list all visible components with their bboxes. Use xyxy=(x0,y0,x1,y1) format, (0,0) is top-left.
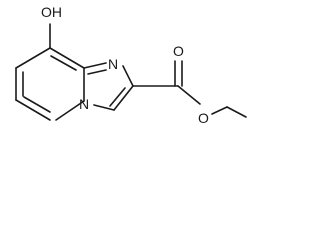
ester-group xyxy=(132,60,247,118)
double-bond-c8a-c8 xyxy=(50,55,77,71)
pyridine-ring xyxy=(15,47,85,121)
carbonyl-oxygen-label: O xyxy=(173,43,184,59)
bridgehead-nitrogen-label: N xyxy=(79,96,89,112)
bond-ester-o-ch2 xyxy=(211,106,228,115)
bond-c7-c8 xyxy=(15,47,51,69)
double-bond-c2-c3 xyxy=(109,87,126,107)
ester-oxygen-label: O xyxy=(198,110,209,126)
molecule-structure: OH N N O O xyxy=(15,4,247,126)
bond-c8-c8a xyxy=(49,47,85,69)
double-bond-c5-c6 xyxy=(23,96,51,113)
double-bond-c8a-n1 xyxy=(87,69,107,75)
ring-nitrogen-label: N xyxy=(108,56,118,72)
bond-n4-c5 xyxy=(55,100,85,121)
hydroxyl-label: OH xyxy=(41,4,62,20)
imidazole-ring xyxy=(83,62,134,111)
bond-carbonyl-ester-o xyxy=(177,85,201,105)
bond-c2-c3 xyxy=(113,85,134,111)
bond-c8a-n1 xyxy=(83,62,107,69)
bond-ch2-ch3 xyxy=(226,106,247,118)
bond-n1-c2 xyxy=(122,65,134,87)
bond-c3-n4 xyxy=(93,104,115,111)
bond-c5-c6 xyxy=(15,99,51,121)
structure-canvas: OH N N O O xyxy=(15,4,247,126)
